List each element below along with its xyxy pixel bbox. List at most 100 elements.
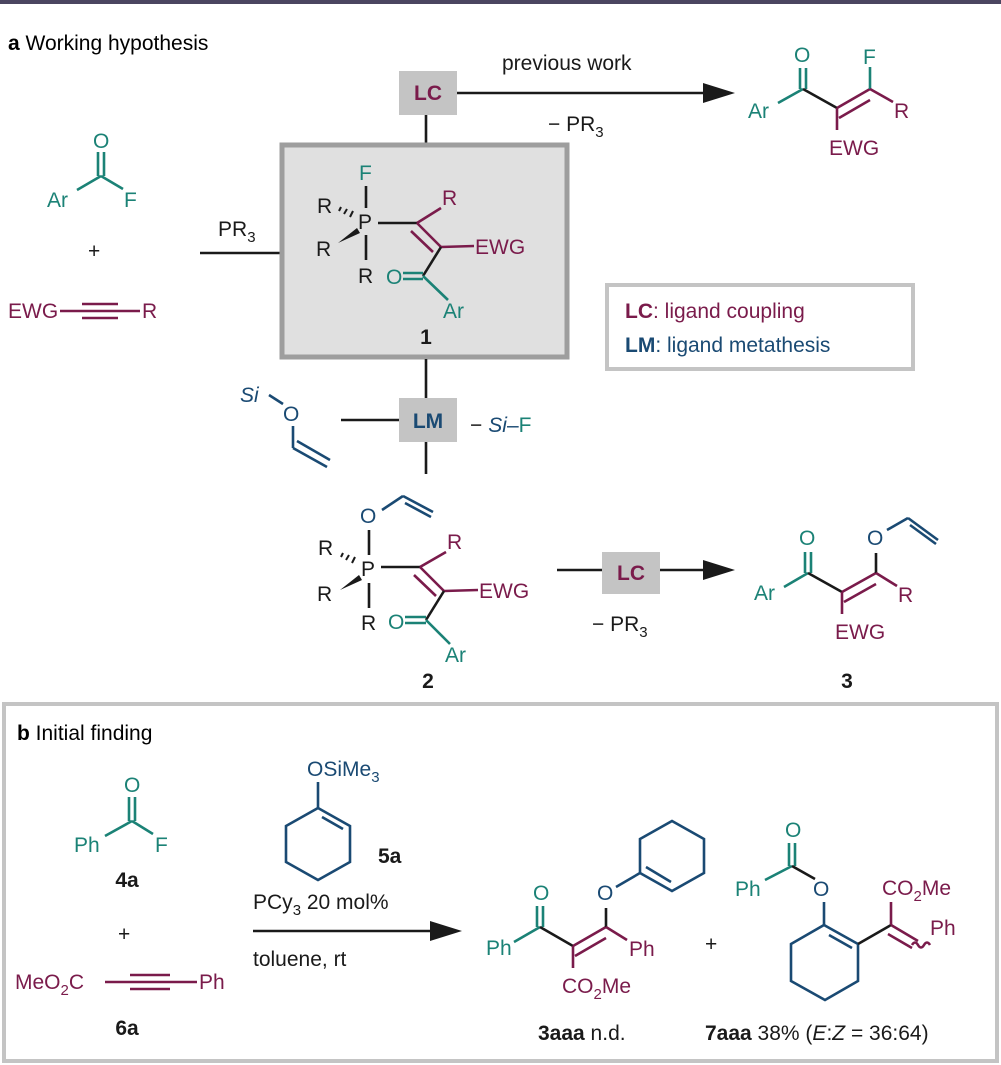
product-3aaa: Ph O O Ph CO2Me 3aaa n.d. (486, 819, 706, 1045)
panel-a: a Working hypothesis LC previous work − … (8, 32, 939, 693)
svg-text:EWG: EWG (475, 236, 525, 259)
svg-text:O: O (794, 44, 810, 67)
product-7aaa: O Ph O CO2Me Ph 7aaa 38% (E:Z = 36:64) (705, 819, 956, 1045)
svg-text:F: F (863, 46, 876, 69)
svg-text:R: R (317, 583, 332, 606)
svg-text:R: R (361, 612, 376, 635)
plus-sign: + (118, 923, 130, 946)
ester-group: CO2Me (882, 877, 951, 905)
catalyst-label: PCy3 20 mol% (253, 891, 389, 919)
panel-b: b Initial finding O Ph F 4a + MeO2C Ph 6… (2, 702, 999, 1063)
svg-text:Ar: Ar (754, 582, 775, 605)
svg-text:O: O (93, 130, 109, 153)
lc-arrow-bottom: LC − PR3 (557, 552, 735, 641)
previous-work-arrow: previous work − PR3 (457, 52, 735, 141)
svg-text:R: R (358, 265, 373, 288)
minus-pr3-top: − PR3 (548, 113, 604, 141)
svg-text:O: O (124, 774, 140, 797)
svg-text:EWG: EWG (835, 621, 885, 644)
pr3-reagent: PR3 (218, 218, 256, 246)
svg-text:Ar: Ar (748, 100, 769, 123)
svg-text:F: F (124, 189, 137, 212)
svg-text:EWG: EWG (8, 300, 58, 323)
compound-label-5a: 5a (378, 845, 402, 868)
svg-text:O: O (597, 882, 613, 905)
legend-lm: LM: ligand metathesis (625, 334, 830, 357)
svg-text:Ph: Ph (486, 937, 512, 960)
top-rule (0, 0, 1001, 4)
arrowhead-icon (430, 921, 462, 941)
compound-6a: MeO2C Ph 6a (15, 971, 225, 1040)
panel-b-heading: b Initial finding (17, 722, 152, 745)
si-f-byproduct: −Si–F (470, 414, 531, 437)
svg-text:Ph: Ph (735, 878, 761, 901)
svg-text:P: P (361, 558, 375, 581)
otms-group: OSiMe3 (307, 758, 380, 786)
compound-label-2: 2 (422, 670, 434, 693)
ester-group: MeO2C (15, 971, 84, 999)
result-3aaa: 3aaa n.d. (538, 1022, 626, 1045)
legend-box: LC: ligand coupling LM: ligand metathesi… (605, 283, 915, 371)
svg-text:R: R (316, 238, 331, 261)
solvent-label: toluene, rt (253, 948, 347, 971)
compound-label-4a: 4a (115, 869, 139, 892)
alkyne: EWG R (8, 300, 157, 323)
conditions-arrow: PCy3 20 mol% toluene, rt (253, 891, 462, 971)
svg-text:EWG: EWG (479, 580, 529, 603)
svg-text:R: R (318, 537, 333, 560)
svg-text:Ar: Ar (443, 300, 464, 323)
svg-text:Ar: Ar (445, 644, 466, 667)
svg-text:P: P (358, 211, 372, 234)
arrowhead-icon (703, 560, 735, 580)
svg-text:Si: Si (240, 384, 260, 407)
panel-a-heading: a Working hypothesis (8, 32, 208, 55)
compound-label-1: 1 (420, 326, 432, 349)
minus-pr3-bottom: − PR3 (592, 613, 648, 641)
acyl-fluoride: O Ar F (47, 130, 137, 212)
svg-text:O: O (386, 266, 402, 289)
svg-text:LM: LM (413, 410, 443, 433)
svg-text:O: O (785, 819, 801, 842)
ester-group: CO2Me (562, 975, 631, 1003)
svg-text:R: R (442, 187, 457, 210)
compound-5a: OSiMe3 5a (284, 758, 402, 882)
svg-text:O: O (360, 505, 376, 528)
svg-text:O: O (283, 403, 299, 426)
svg-text:O: O (867, 527, 883, 550)
svg-text:F: F (155, 834, 168, 857)
svg-text:R: R (317, 195, 332, 218)
arrowhead-icon (703, 83, 735, 103)
svg-text:O: O (799, 527, 815, 550)
svg-text:EWG: EWG (829, 137, 879, 160)
svg-text:Ph: Ph (74, 834, 100, 857)
previous-work-label: previous work (502, 52, 632, 75)
product-3: Ar O O R EWG 3 (754, 516, 939, 693)
plus-sign: + (88, 240, 100, 263)
svg-text:Ph: Ph (930, 917, 956, 940)
panel-b-frame (2, 702, 999, 1063)
svg-text:Ph: Ph (629, 938, 655, 961)
product-fluoroenone: Ar O F R EWG (748, 44, 909, 160)
svg-text:R: R (142, 300, 157, 323)
plus-sign: + (705, 933, 717, 956)
silyl-enol-ether: Si O (240, 384, 331, 469)
legend-lc: LC: ligand coupling (625, 300, 805, 323)
svg-text:O: O (813, 878, 829, 901)
compound-4a: O Ph F 4a (74, 774, 168, 892)
svg-text:Ph: Ph (199, 971, 225, 994)
svg-text:R: R (447, 531, 462, 554)
intermediate-2: O P R R R R EWG O (317, 494, 529, 693)
lc-tag-top: LC (399, 71, 457, 145)
result-7aaa: 7aaa 38% (E:Z = 36:64) (705, 1022, 929, 1045)
svg-text:R: R (898, 584, 913, 607)
intermediate-1-box: F P R R R R EWG O Ar (279, 142, 570, 360)
svg-text:R: R (894, 100, 909, 123)
lm-tag: LM −Si–F (341, 359, 531, 474)
svg-text:Ar: Ar (47, 189, 68, 212)
svg-text:LC: LC (617, 562, 645, 585)
svg-text:O: O (533, 882, 549, 905)
svg-text:F: F (359, 162, 372, 185)
compound-label-6a: 6a (115, 1017, 139, 1040)
compound-label-3: 3 (841, 670, 853, 693)
